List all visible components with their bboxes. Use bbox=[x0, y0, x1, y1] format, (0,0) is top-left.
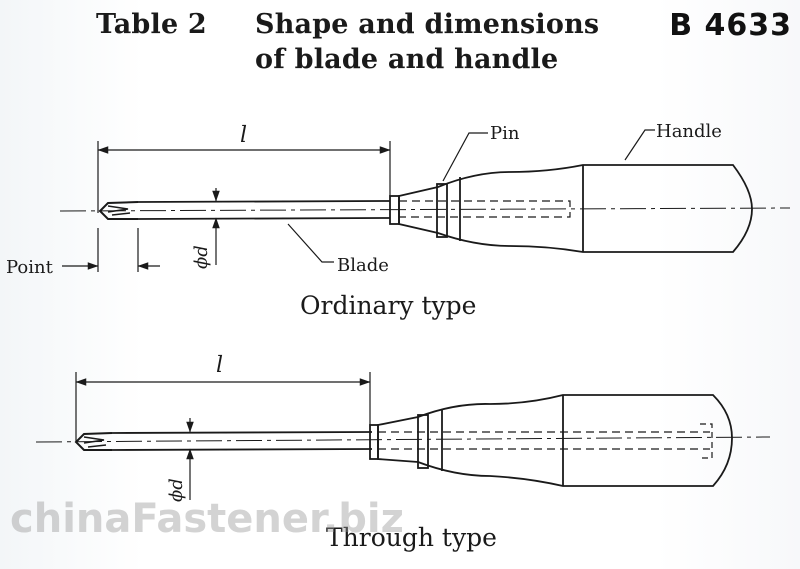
table-number: Table 2 bbox=[96, 9, 207, 40]
ordinary-centerline bbox=[59, 207, 791, 212]
through-pin bbox=[417, 414, 429, 469]
ordinary-dimensions bbox=[62, 129, 655, 272]
ordinary-diameter-label: ϕd bbox=[191, 245, 212, 269]
ordinary-screwdriver bbox=[59, 164, 791, 253]
point-label: Point bbox=[6, 257, 54, 278]
through-length-label: l bbox=[216, 353, 223, 378]
table-title-line-2: of blade and handle bbox=[255, 44, 559, 75]
ordinary-tang-hidden bbox=[399, 200, 571, 218]
through-centerline bbox=[35, 436, 771, 443]
ordinary-pin bbox=[436, 183, 448, 238]
pin-label: Pin bbox=[490, 123, 520, 144]
watermark: chinaFastener.biz bbox=[10, 496, 404, 542]
through-ferrule bbox=[369, 424, 379, 460]
handle-label: Handle bbox=[656, 121, 722, 142]
through-shaft-hidden bbox=[378, 431, 710, 450]
ordinary-blade bbox=[137, 200, 391, 220]
handle-leader bbox=[624, 129, 655, 161]
blade-leader bbox=[287, 223, 334, 263]
through-handle bbox=[377, 394, 733, 487]
pin-leader bbox=[442, 132, 488, 182]
through-caption: Through type bbox=[326, 523, 497, 552]
through-blade bbox=[111, 431, 373, 451]
through-dimensions bbox=[75, 372, 371, 500]
table-title-line-1: Shape and dimensions bbox=[255, 9, 600, 40]
through-diameter-label: ϕd bbox=[166, 478, 187, 502]
ordinary-blade-tip bbox=[98, 201, 139, 220]
ordinary-length-label: l bbox=[240, 123, 247, 148]
blade-label: Blade bbox=[337, 255, 389, 276]
ordinary-caption: Ordinary type bbox=[300, 291, 476, 320]
through-screwdriver bbox=[35, 394, 771, 487]
standard-number: B 4633 bbox=[669, 8, 792, 43]
ordinary-handle bbox=[398, 164, 753, 253]
